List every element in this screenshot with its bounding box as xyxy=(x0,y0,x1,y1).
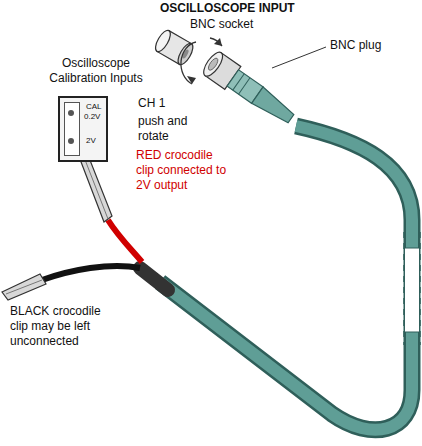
bnc-socket xyxy=(153,28,196,67)
channel-label: CH 1 xyxy=(138,96,188,111)
black-clip-note: BLACK crocodile clip may be left unconne… xyxy=(10,304,120,349)
arrow-head xyxy=(187,76,196,84)
black-crocodile-clip xyxy=(2,274,46,300)
panel-text: 0.2V xyxy=(84,112,100,121)
terminal xyxy=(68,110,74,116)
rotate-arrow xyxy=(181,42,196,84)
calibration-label: Oscilloscope Calibration Inputs xyxy=(36,56,156,86)
instruction-label: push and rotate xyxy=(138,114,198,144)
break-dash xyxy=(403,232,405,345)
break-edge xyxy=(404,332,420,333)
calibration-panel: CAL0.2V 2V xyxy=(58,96,108,162)
bnc-plug xyxy=(200,49,299,130)
red-wire xyxy=(108,220,142,262)
arrow-head xyxy=(214,38,222,46)
break-dash xyxy=(419,232,421,345)
black-wire xyxy=(42,266,140,280)
clip-jaw-line xyxy=(82,152,108,219)
terminal xyxy=(68,138,74,144)
rotate-arrow xyxy=(210,38,222,46)
socket-label: BNC socket xyxy=(190,17,280,32)
leader-line xyxy=(272,47,326,68)
clip-jaw-line xyxy=(6,280,42,294)
break-edge xyxy=(404,248,420,249)
cable-sleeve xyxy=(140,268,168,290)
input-heading: OSCILLOSCOPE INPUT xyxy=(160,1,320,16)
panel-text: CAL xyxy=(86,102,102,111)
plug-label: BNC plug xyxy=(330,38,410,53)
panel-text: 2V xyxy=(86,136,96,145)
red-clip-note: RED crocodile clip connected to 2V outpu… xyxy=(136,148,234,193)
cable-break xyxy=(405,248,419,332)
